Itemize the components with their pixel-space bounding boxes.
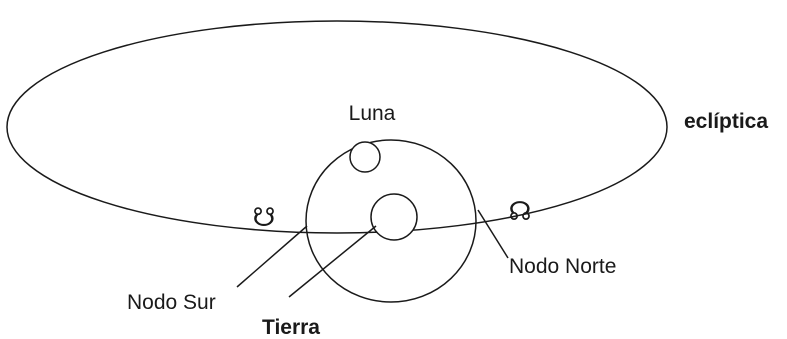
moon-label: Luna	[349, 102, 396, 125]
earth-leader-line	[289, 226, 376, 297]
moon-circle	[350, 142, 380, 172]
descending-node-icon: ☋	[252, 203, 275, 233]
south-node-leader-line	[237, 226, 307, 287]
ecliptic-ellipse	[7, 21, 667, 233]
earth-circle	[371, 194, 417, 240]
north-node-label: Nodo Norte	[509, 255, 616, 278]
south-node-label: Nodo Sur	[127, 291, 216, 314]
ecliptic-label: eclíptica	[684, 110, 768, 133]
north-node-leader-line	[478, 210, 508, 258]
ascending-node-icon: ☊	[508, 197, 531, 227]
earth-label: Tierra	[262, 316, 320, 339]
